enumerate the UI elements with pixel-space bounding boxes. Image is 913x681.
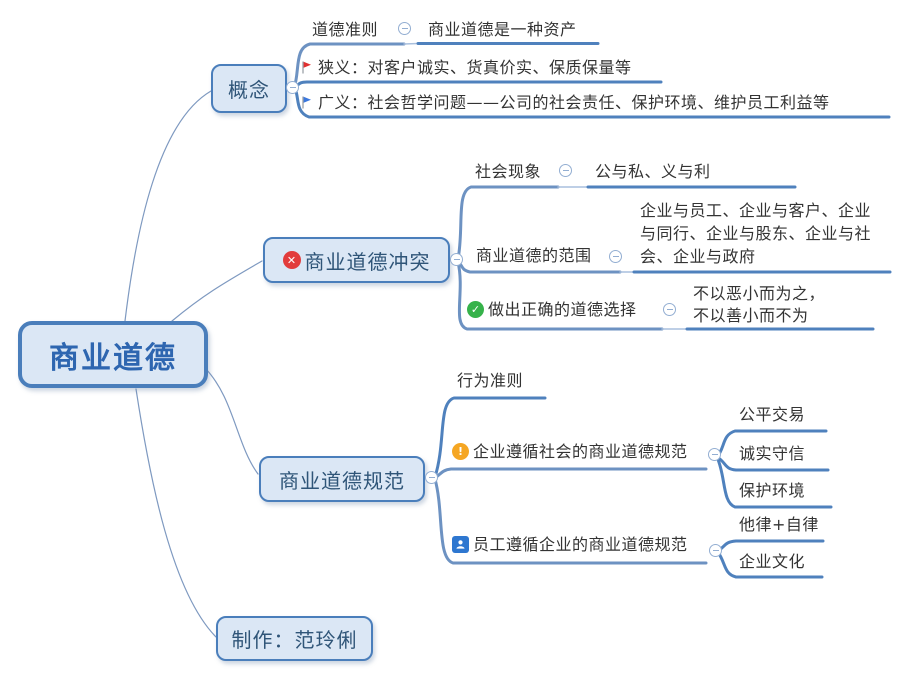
- topic-moral-code[interactable]: 道德准则: [312, 20, 378, 39]
- collapse-toggle-icon-choice[interactable]: [663, 303, 676, 316]
- topic-corporate-label: 企业遵循社会的商业道德规范: [473, 442, 688, 461]
- branch-heteronomy: [716, 539, 825, 553]
- topic-scope-child[interactable]: 企业与员工、企业与客户、企业 与同行、企业与股东、企业与社 会、企业与政府: [640, 201, 872, 266]
- topic-code-of-conduct-label: 行为准则: [457, 371, 524, 390]
- topic-narrow-label: 狭义：对客户诚实、货真价实、保质保量等: [318, 58, 632, 77]
- topic-narrow[interactable]: 狭义：对客户诚实、货真价实、保质保量等: [299, 58, 632, 77]
- branch-environment: [715, 455, 833, 509]
- node-credit-label: 制作：范玲俐: [231, 628, 358, 652]
- node-norms[interactable]: 商业道德规范: [259, 456, 425, 502]
- blue-flag-icon: [302, 96, 311, 109]
- collapse-toggle-icon-scope[interactable]: [609, 250, 622, 263]
- topic-code-of-conduct[interactable]: 行为准则: [457, 371, 523, 390]
- root-node-label: 商业道德: [49, 340, 177, 376]
- topic-social-child-label: 公与私、义与利: [595, 162, 711, 181]
- topic-broad-label: 广义：社会哲学问题——公司的社会责任、保护环境、维护员工利益等: [318, 93, 830, 112]
- collapse-toggle-icon-corporate[interactable]: [708, 448, 721, 461]
- topic-heteronomy[interactable]: 他律+自律: [739, 515, 819, 534]
- node-concept-label: 概念: [228, 78, 270, 102]
- branch-culture: [716, 550, 824, 579]
- topic-broad[interactable]: 广义：社会哲学问题——公司的社会责任、保护环境、维护员工利益等: [299, 93, 830, 112]
- link-moral-code-child: [403, 42, 419, 45]
- collapse-toggle-icon-conflict[interactable]: [450, 253, 463, 266]
- branch-narrow: [292, 80, 663, 90]
- curve-root-conflict: [171, 260, 263, 322]
- topic-fair-trade-label: 公平交易: [739, 405, 806, 424]
- topic-employee-label: 员工遵循企业的商业道德规范: [473, 535, 688, 554]
- topic-honesty[interactable]: 诚实守信: [739, 444, 805, 463]
- node-norms-label: 商业道德规范: [279, 468, 405, 493]
- node-conflict[interactable]: ✕ 商业道德冲突: [263, 237, 450, 283]
- branch-corporate: [433, 467, 708, 480]
- topic-environment-label: 保护环境: [739, 481, 806, 500]
- curve-root-norms: [204, 367, 259, 475]
- topic-fair-trade[interactable]: 公平交易: [739, 405, 805, 424]
- topic-scope-label: 商业道德的范围: [476, 246, 592, 265]
- topic-choice-child[interactable]: 不以恶小而为之， 不以善小而不为: [693, 284, 826, 325]
- topic-social-child[interactable]: 公与私、义与利: [595, 162, 711, 181]
- topic-moral-code-label: 道德准则: [312, 20, 379, 39]
- topic-moral-code-child-label: 商业道德是一种资产: [428, 20, 577, 39]
- topic-culture-label: 企业文化: [739, 552, 806, 571]
- topic-social[interactable]: 社会现象: [475, 162, 541, 181]
- topic-heteronomy-label: 他律+自律: [739, 515, 819, 534]
- orange-exclamation-circle-icon: !: [452, 443, 469, 460]
- node-credit[interactable]: 制作：范玲俐: [216, 616, 373, 661]
- topic-choice[interactable]: ✓ 做出正确的道德选择: [467, 300, 637, 319]
- green-check-circle-icon: ✓: [467, 301, 484, 318]
- topic-honesty-label: 诚实守信: [739, 444, 806, 463]
- branch-choice: [456, 260, 664, 331]
- collapse-toggle-icon-employee[interactable]: [709, 544, 722, 557]
- branch-social: [456, 185, 560, 261]
- topic-culture[interactable]: 企业文化: [739, 552, 805, 571]
- topic-scope[interactable]: 商业道德的范围: [476, 246, 592, 265]
- node-conflict-label: 商业道德冲突: [304, 249, 431, 274]
- topic-moral-code-child[interactable]: 商业道德是一种资产: [428, 20, 577, 39]
- topic-choice-label: 做出正确的道德选择: [488, 300, 637, 319]
- collapse-toggle-icon-social[interactable]: [559, 164, 572, 177]
- topic-environment[interactable]: 保护环境: [739, 481, 805, 500]
- branch-code-of-conduct: [433, 396, 547, 479]
- red-flag-icon: [302, 61, 311, 74]
- branch-employee: [433, 477, 708, 565]
- collapse-toggle-icon-norms[interactable]: [425, 471, 438, 484]
- node-concept[interactable]: 概念: [211, 64, 287, 113]
- topic-corporate[interactable]: ! 企业遵循社会的商业道德规范: [452, 442, 688, 461]
- person-icon: [452, 536, 469, 553]
- curve-root-credit: [135, 388, 217, 638]
- collapse-toggle-icon-moral-code[interactable]: [398, 22, 411, 35]
- collapse-toggle-icon-concept[interactable]: [286, 81, 299, 94]
- red-x-circle-icon: ✕: [282, 251, 301, 269]
- topic-social-label: 社会现象: [475, 162, 542, 181]
- topic-employee[interactable]: 员工遵循企业的商业道德规范: [452, 535, 688, 554]
- root-node[interactable]: 商业道德: [18, 321, 208, 388]
- curve-root-concept: [124, 90, 212, 322]
